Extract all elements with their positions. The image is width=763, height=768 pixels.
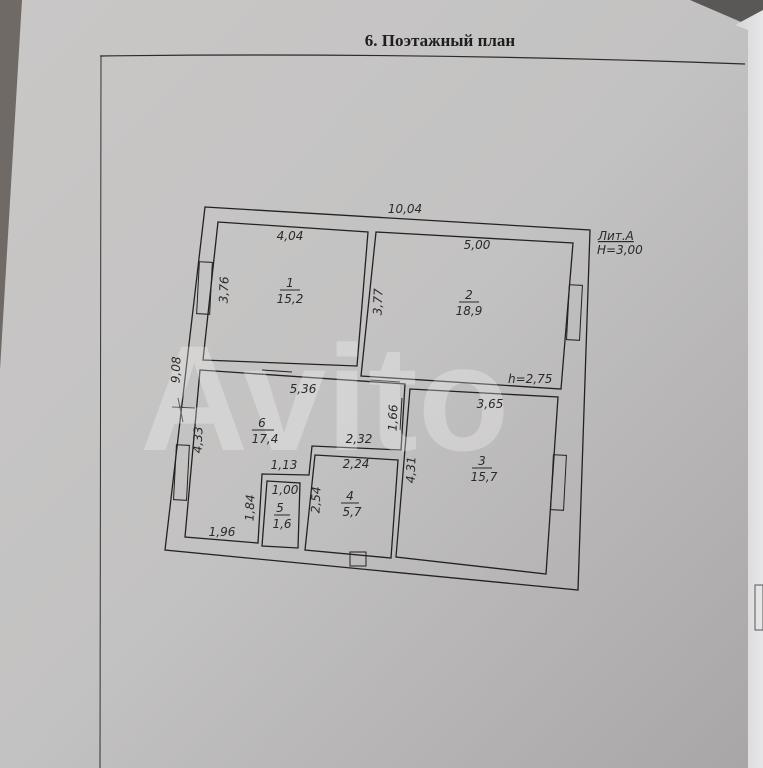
room-area: 15,2 (277, 292, 304, 306)
stamp-table-fragment (754, 584, 763, 631)
window-room-3 (550, 454, 567, 511)
room-3 (395, 388, 559, 575)
next-page-edge (735, 10, 763, 768)
page-title: 6. Поэтажный план (365, 31, 516, 50)
room-label-1: 1 15,2 (277, 276, 304, 306)
room-number: 6 (258, 416, 266, 430)
room-label-2: 2 18,9 (456, 288, 483, 318)
entrance-steps (349, 551, 367, 567)
r6-notch: 1,66 (386, 404, 401, 432)
room-area: 18,9 (456, 304, 483, 318)
r6-depth: 4,33 (191, 426, 206, 453)
door-marks (171, 369, 403, 431)
outer-wall (164, 206, 591, 591)
window-room-6 (173, 444, 190, 501)
window-room-1 (196, 261, 213, 315)
height-label: H=3,00 (597, 243, 643, 257)
window-room-2 (566, 284, 583, 341)
r3-width: 3,65 (477, 397, 504, 411)
r6-inner: 2,32 (346, 432, 373, 446)
room-number: 1 (286, 276, 294, 290)
room-6 (184, 369, 406, 544)
room-4 (304, 454, 399, 559)
r6-bottom: 1,96 (209, 525, 236, 539)
room-label-3: 3 15,7 (471, 454, 498, 484)
r4-depth: 2,54 (309, 486, 324, 513)
room-number: 5 (276, 501, 284, 515)
overall-depth: 9,08 (169, 356, 184, 384)
room-number: 3 (478, 454, 486, 468)
room-number: 4 (346, 489, 354, 503)
page-frame-left (99, 55, 102, 768)
room-label-6: 6 17,4 (252, 416, 279, 446)
windows (173, 261, 583, 567)
room-label-4: 4 5,7 (341, 489, 362, 519)
overall-width: 10,04 (388, 202, 422, 216)
r3-depth: 4,31 (404, 456, 419, 483)
r1-depth: 3,76 (217, 276, 232, 304)
room-5 (261, 480, 301, 549)
r5-outer: 1,13 (271, 458, 298, 472)
r6-side: 1,84 (243, 494, 258, 521)
room-2 (360, 231, 574, 390)
room-area: 15,7 (471, 470, 498, 484)
ceiling-height-label: h=2,75 (508, 372, 552, 386)
r6-width: 5,36 (290, 382, 317, 396)
room-area: 1,6 (272, 517, 291, 531)
r2-depth: 3,77 (371, 288, 386, 316)
room-area: 17,4 (252, 432, 279, 446)
room-number: 2 (465, 288, 473, 302)
r2-width: 5,00 (464, 238, 491, 252)
r5-width: 1,00 (272, 483, 299, 497)
title-rule (99, 54, 746, 65)
r1-width: 4,04 (277, 229, 304, 243)
r4-width: 2,24 (343, 457, 370, 471)
room-area: 5,7 (342, 505, 361, 519)
avito-watermark: Avito (140, 314, 509, 482)
litera-label: Лит.А (597, 229, 634, 243)
room-label-5: 5 1,6 (272, 501, 291, 531)
